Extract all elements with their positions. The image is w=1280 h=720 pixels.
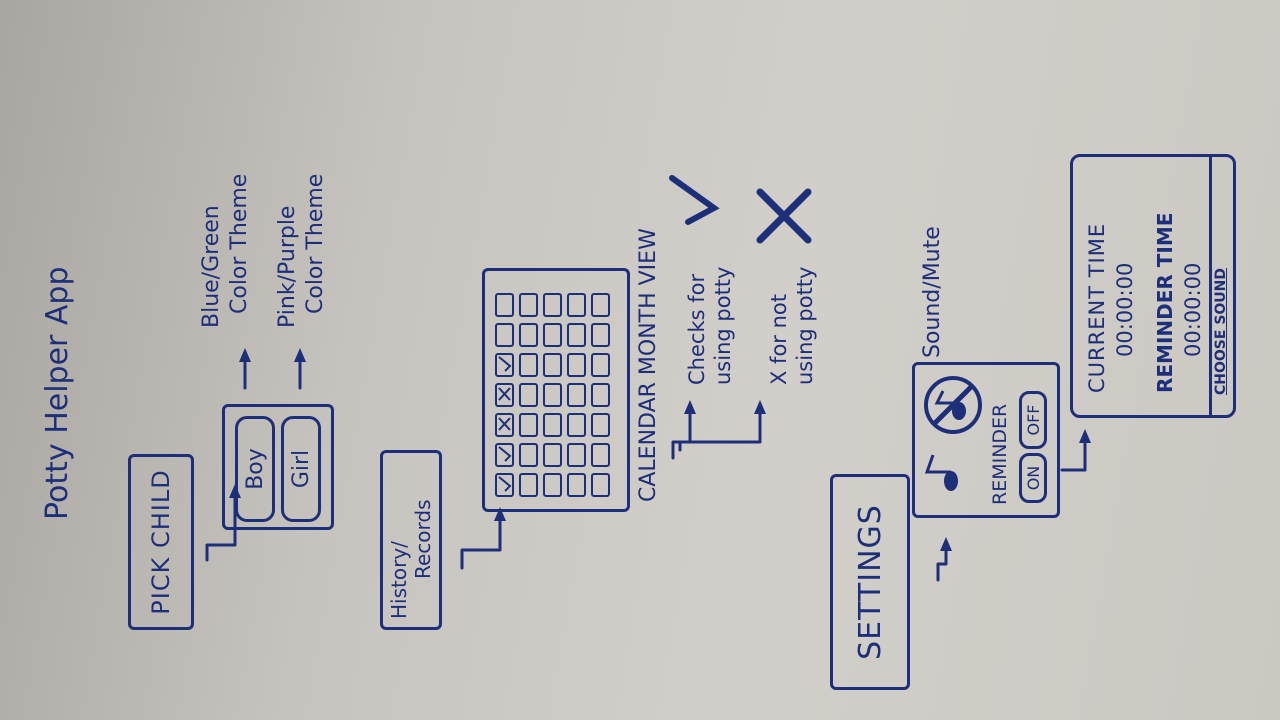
boy-theme-arrow <box>239 348 251 390</box>
cell-check-icon <box>498 356 512 372</box>
checks-arrow <box>671 400 696 460</box>
reminder-arrow <box>1060 429 1091 472</box>
pick-child-arrow <box>205 484 241 562</box>
cell-check-icon <box>498 476 512 492</box>
calendar-day-cell[interactable] <box>495 413 514 437</box>
calendar-day-cell[interactable] <box>495 383 514 407</box>
calendar-day-cell[interactable] <box>495 443 514 467</box>
x-arrow <box>678 400 766 452</box>
check-icon <box>669 175 720 225</box>
x-icon <box>756 188 812 244</box>
music-note-icon[interactable] <box>923 445 963 495</box>
settings-arrow <box>936 537 952 582</box>
cell-x-icon <box>498 417 511 431</box>
cell-check-icon <box>498 446 512 462</box>
cell-x-icon <box>498 387 511 401</box>
mute-icon[interactable] <box>921 373 985 437</box>
sound-reminder-panel: REMINDER ON OFF <box>912 362 1060 518</box>
history-arrow <box>460 507 506 570</box>
calendar-day-cell[interactable] <box>495 353 514 377</box>
girl-theme-arrow <box>294 348 306 390</box>
calendar-day-cell[interactable] <box>495 473 514 497</box>
calendar-grid <box>495 283 615 497</box>
calendar-month-view <box>482 268 630 512</box>
